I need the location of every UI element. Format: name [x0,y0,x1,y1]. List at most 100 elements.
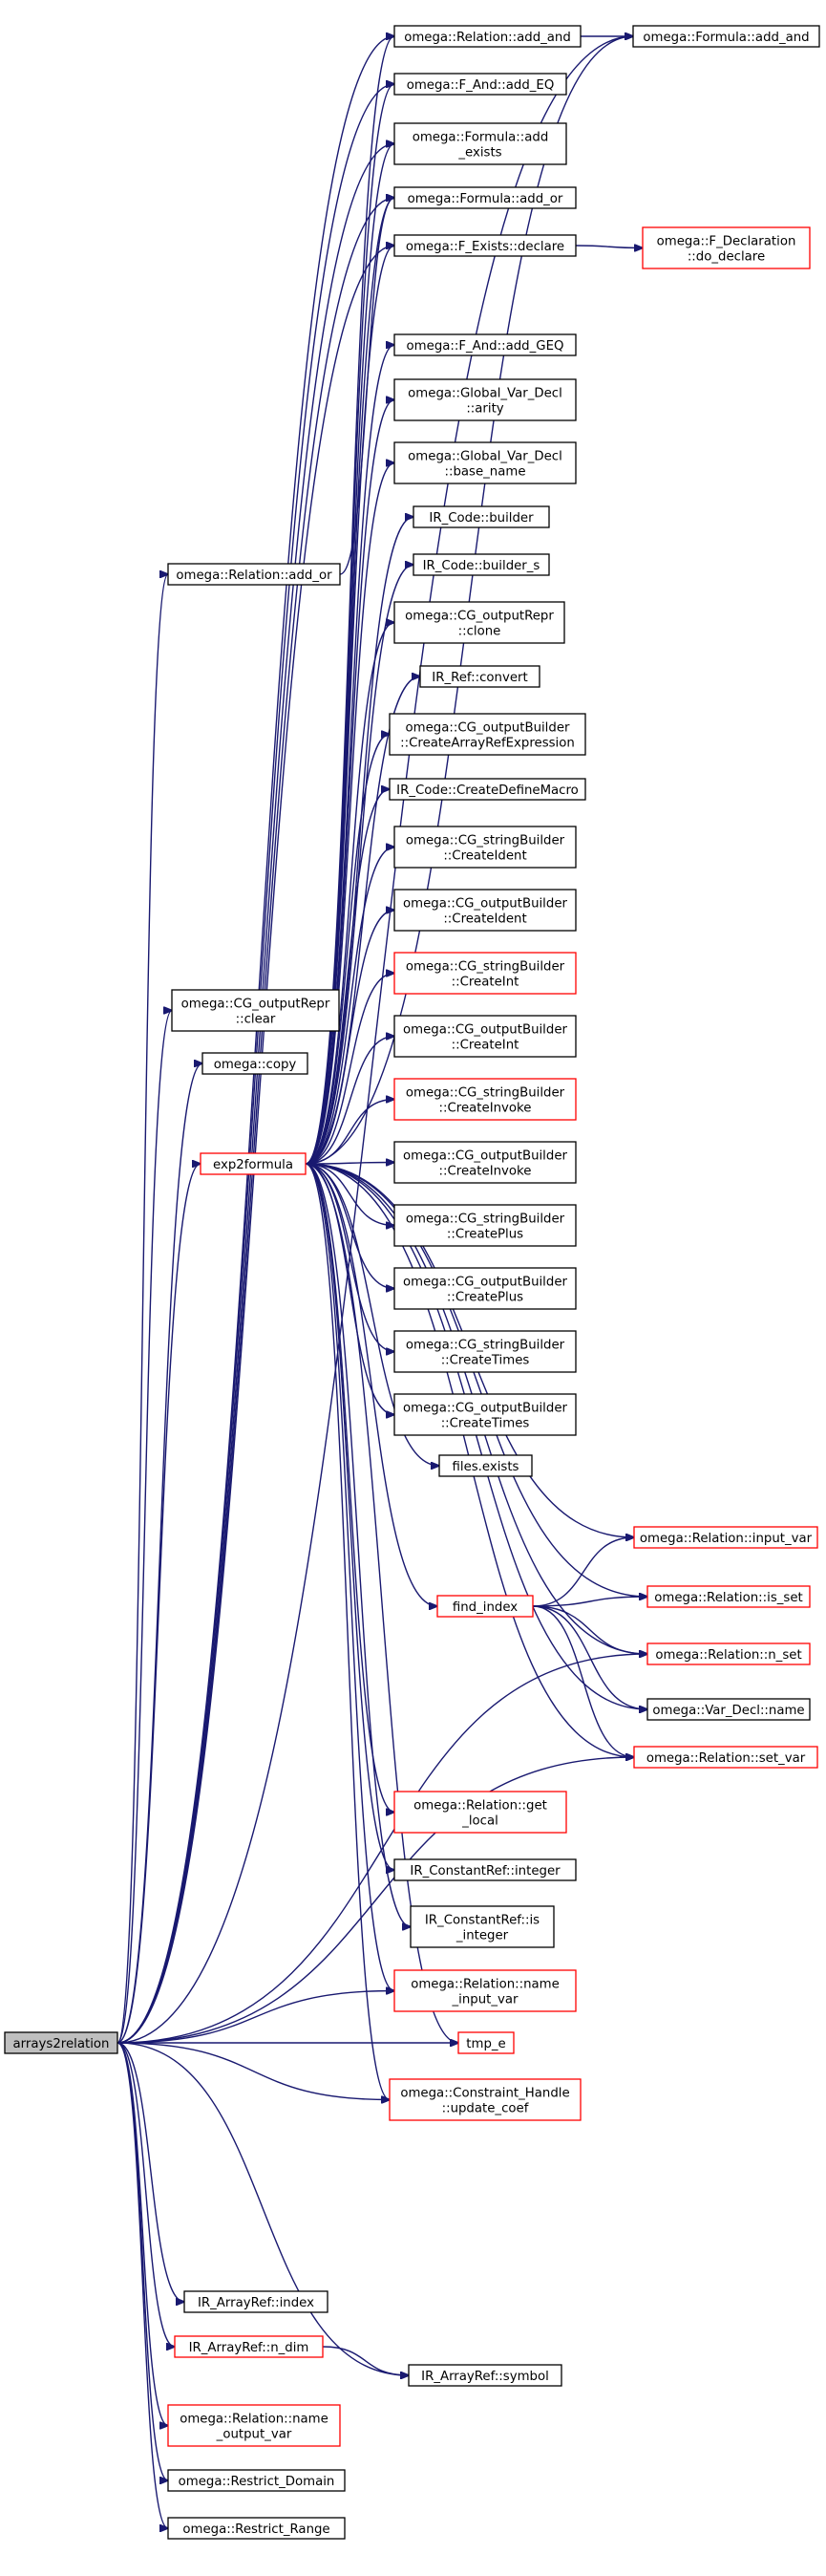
node-gvd-arity[interactable]: omega::Global_Var_Decl::arity [393,378,577,421]
node-label: ::CreateInt [452,976,519,990]
node-rel-get-local[interactable]: omega::Relation::get_local [393,1791,567,1834]
node-box [167,2469,346,2492]
node-rel-name-input-var[interactable]: omega::Relation::name_input_var [393,1969,577,2012]
node-label: omega::CG_outputBuilder [403,897,567,912]
node-cgsb-createinvoke[interactable]: omega::CG_stringBuilder::CreateInvoke [393,1078,577,1121]
node-box [389,778,586,801]
node-fexists-declare[interactable]: omega::F_Exists::declare [393,234,577,257]
node-box [413,553,550,576]
node-label: ::do_declare [688,250,765,265]
node-box [393,378,577,421]
node-rel-add-or[interactable]: omega::Relation::add_or [167,563,341,586]
node-label: _exists [457,146,501,161]
node-find-index[interactable]: find_index [436,1595,534,1618]
node-label: omega::Relation::get [413,1799,547,1814]
node-rel-add-and[interactable]: omega::Relation::add_and [393,25,582,48]
node-box [167,2517,346,2540]
node-label: ::CreateTimes [441,1354,530,1368]
node-cgob-createplus[interactable]: omega::CG_outputBuilder::CreatePlus [393,1267,577,1310]
node-cgob-createident[interactable]: omega::CG_outputBuilder::CreateIdent [393,889,577,932]
node-box [393,601,565,644]
node-fand-add-eq[interactable]: omega::F_And::add_EQ [393,73,567,96]
node-box [393,889,577,932]
node-box [171,989,340,1032]
node-label: omega::F_And::add_EQ [407,78,555,93]
node-gvd-base-name[interactable]: omega::Global_Var_Decl::base_name [393,441,577,484]
node-box [393,122,567,165]
node-box [167,563,341,586]
node-cgob-createarrayref[interactable]: omega::CG_outputBuilder::CreateArrayRefE… [389,713,586,756]
node-box [393,234,577,257]
node-label: IR_Code::builder [429,511,534,526]
call-edge-exp2formula-to-cgsb_createplus [305,1163,394,1226]
node-cgsb-createident[interactable]: omega::CG_stringBuilder::CreateIdent [393,826,577,869]
node-irconst-is-integer[interactable]: IR_ConstantRef::is_integer [410,1905,555,1948]
node-omega-copy[interactable]: omega::copy [201,1052,308,1075]
node-irarr-n-dim[interactable]: IR_ArrayRef::n_dim [174,2335,324,2358]
node-tmp-e[interactable]: tmp_e [457,2031,515,2054]
node-label: ::CreateInvoke [439,1102,532,1116]
node-formula-add-exists[interactable]: omega::Formula::add_exists [393,122,567,165]
node-rel-is-set[interactable]: omega::Relation::is_set [646,1585,811,1608]
node-exp2formula[interactable]: exp2formula [200,1152,307,1175]
node-label: omega::Formula::add [413,131,549,145]
node-label: omega::CG_outputBuilder [403,1023,567,1038]
node-irconst-integer[interactable]: IR_ConstantRef::integer [393,1858,577,1881]
node-label: arrays2relation [13,2037,110,2051]
node-label: omega::Relation::add_and [404,31,571,45]
node-label: find_index [453,1600,518,1615]
node-cgob-createinvoke[interactable]: omega::CG_outputBuilder::CreateInvoke [393,1141,577,1184]
node-label: ::arity [466,402,503,417]
call-edge-arrays2relation-to-rel_add_and [116,36,394,2044]
node-rel-set-var[interactable]: omega::Relation::set_var [633,1746,818,1769]
node-ch-update-coef[interactable]: omega::Constraint_Handle::update_coef [389,2078,582,2121]
node-box [393,333,577,356]
node-box [438,1454,533,1477]
node-cgsb-createplus[interactable]: omega::CG_stringBuilder::CreatePlus [393,1204,577,1247]
node-label: ::CreateInvoke [439,1165,532,1179]
call-edge-exp2formula-to-irconst_integer [305,1163,394,1870]
call-edge-exp2formula-to-cgob_createarrayref [305,735,390,1165]
node-rel-n-set[interactable]: omega::Relation::n_set [646,1642,811,1665]
call-edge-exp2formula-to-gvd_base_name [305,463,394,1165]
node-fdecl-do-declare[interactable]: omega::F_Declaration::do_declare [642,226,811,269]
node-label: omega::Relation::name [180,2413,328,2427]
node-box [393,25,582,48]
node-cg-outputrepr-clear[interactable]: omega::CG_outputRepr::clear [171,989,340,1032]
node-label: omega::Global_Var_Decl [408,450,562,464]
call-edge-arrays2relation-to-irarr_n_dim [116,2042,175,2347]
node-box [393,1204,577,1247]
call-edge-arrays2relation-to-rel_name_input_var [116,1991,394,2044]
node-label: IR_ArrayRef::index [198,2296,314,2310]
node-irref-convert[interactable]: IR_Ref::convert [419,665,540,688]
node-irarr-symbol[interactable]: IR_ArrayRef::symbol [408,2364,562,2387]
node-cgsb-createtimes[interactable]: omega::CG_stringBuilder::CreateTimes [393,1330,577,1373]
call-edge-exp2formula-to-rel_get_local [305,1163,394,1813]
node-rel-input-var[interactable]: omega::Relation::input_var [633,1526,818,1549]
node-arrays2relation[interactable]: arrays2relation [4,2031,118,2054]
node-ircode-builder[interactable]: IR_Code::builder [413,505,550,528]
node-ircode-builder-s[interactable]: IR_Code::builder_s [413,553,550,576]
node-vardecl-name[interactable]: omega::Var_Decl::name [646,1698,811,1721]
node-cgob-createint[interactable]: omega::CG_outputBuilder::CreateInt [393,1015,577,1058]
call-edge-arrays2relation-to-exp2formula [116,1164,201,2044]
node-cg-outputrepr-clone[interactable]: omega::CG_outputRepr::clone [393,601,565,644]
call-edge-arrays2relation-to-irarr_symbol [116,2042,409,2375]
node-restrict-domain[interactable]: omega::Restrict_Domain [167,2469,346,2492]
call-edge-arrays2relation-to-formula_add_or [116,198,394,2044]
node-files-exists[interactable]: files.exists [438,1454,533,1477]
node-box [200,1152,307,1175]
node-formula-add-and[interactable]: omega::Formula::add_and [632,25,820,48]
node-ircode-createdefinemacro[interactable]: IR_Code::CreateDefineMacro [389,778,586,801]
node-cgob-createtimes[interactable]: omega::CG_outputBuilder::CreateTimes [393,1393,577,1436]
call-edge-exp2formula-to-ch_update_coef [305,1163,390,2100]
node-label: ::CreateIdent [443,849,526,864]
node-cgsb-createint[interactable]: omega::CG_stringBuilder::CreateInt [393,952,577,995]
node-box [389,713,586,756]
node-formula-add-or[interactable]: omega::Formula::add_or [393,186,577,209]
node-rel-name-output-var[interactable]: omega::Relation::name_output_var [167,2404,341,2447]
node-irarr-index[interactable]: IR_ArrayRef::index [183,2290,328,2313]
node-restrict-range[interactable]: omega::Restrict_Range [167,2517,346,2540]
node-fand-add-geq[interactable]: omega::F_And::add_GEQ [393,333,577,356]
node-box [393,1141,577,1184]
